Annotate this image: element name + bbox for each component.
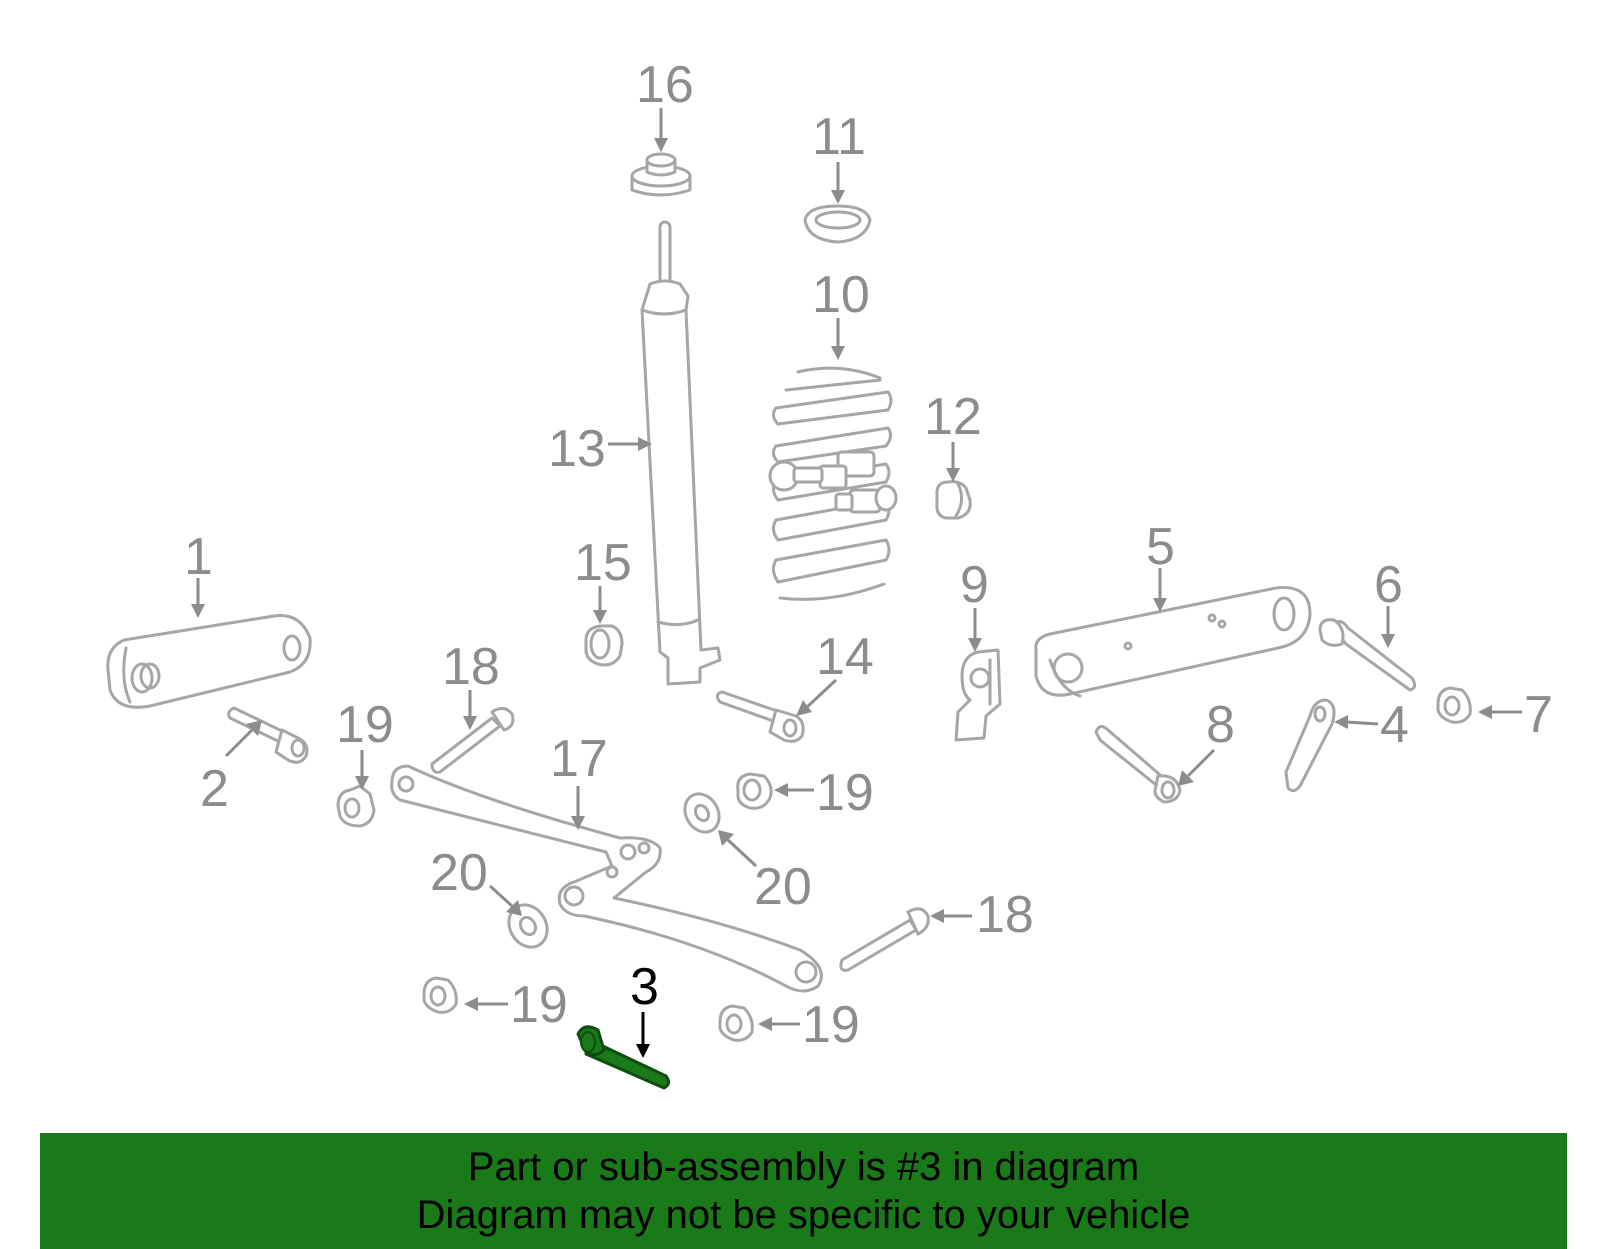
part-11-spring-cap bbox=[803, 204, 872, 244]
callout-2: 2 bbox=[200, 760, 229, 818]
part-10-coil-spring bbox=[768, 366, 898, 601]
part-19-nut-left bbox=[336, 784, 376, 828]
part-1-control-arm bbox=[106, 613, 312, 709]
part-9-bracket bbox=[954, 648, 1002, 742]
part-6-bolt bbox=[1318, 618, 1417, 692]
callout-12: 12 bbox=[924, 388, 982, 446]
part-12-bushing bbox=[935, 480, 972, 520]
callout-5: 5 bbox=[1146, 518, 1175, 576]
callout-20-upper: 20 bbox=[754, 858, 812, 916]
callout-16: 16 bbox=[636, 56, 694, 114]
part-8-bolt bbox=[1094, 725, 1182, 804]
part-3-bolt-highlighted[interactable] bbox=[576, 1025, 671, 1090]
callout-19-bottom-right: 19 bbox=[802, 996, 860, 1054]
callout-19-center: 19 bbox=[816, 764, 874, 822]
banner-line-1: Part or sub-assembly is #3 in diagram bbox=[467, 1145, 1140, 1189]
callout-4: 4 bbox=[1380, 696, 1409, 754]
callout-14: 14 bbox=[816, 628, 874, 686]
callout-8: 8 bbox=[1206, 696, 1235, 754]
callout-18-lower: 18 bbox=[976, 886, 1034, 944]
callout-17: 17 bbox=[550, 730, 608, 788]
part-4-cam bbox=[1284, 698, 1336, 793]
callout-19-left: 19 bbox=[336, 696, 394, 754]
callout-labels: 16 11 10 13 12 15 1 5 9 6 14 18 19 8 4 7… bbox=[184, 56, 1553, 1054]
callout-6: 6 bbox=[1374, 556, 1403, 614]
callout-15: 15 bbox=[574, 534, 632, 592]
callout-3[interactable]: 3 bbox=[630, 958, 659, 1016]
callout-18-upper: 18 bbox=[442, 638, 500, 696]
part-20-washer-lower bbox=[507, 903, 549, 949]
callout-19-bottom-left: 19 bbox=[510, 976, 568, 1034]
part-13-shock-absorber bbox=[640, 220, 722, 686]
callout-1: 1 bbox=[184, 528, 213, 586]
part-20-washer-upper bbox=[683, 792, 721, 834]
callout-9: 9 bbox=[960, 556, 989, 614]
banner-line-2: Diagram may not be specific to your vehi… bbox=[416, 1193, 1191, 1237]
part-19-nut-bottom-right bbox=[718, 1004, 754, 1042]
part-19-nut-center bbox=[736, 772, 773, 810]
leader-arrows bbox=[191, 108, 1522, 1058]
part-14-bolt bbox=[715, 690, 805, 743]
part-2-bolt bbox=[227, 706, 309, 764]
callout-10: 10 bbox=[812, 266, 870, 324]
callout-7: 7 bbox=[1524, 686, 1553, 744]
part-15-bushing bbox=[584, 624, 624, 667]
callout-13: 13 bbox=[548, 420, 606, 478]
part-18-bolt-lower bbox=[839, 907, 930, 972]
callout-11: 11 bbox=[812, 108, 866, 166]
part-18-bolt-upper bbox=[430, 707, 515, 774]
part-17-lower-arm bbox=[390, 764, 823, 993]
callout-20-lower: 20 bbox=[430, 844, 488, 902]
part-5-trailing-arm bbox=[1034, 586, 1312, 698]
part-7-nut bbox=[1436, 686, 1472, 724]
info-banner: Part or sub-assembly is #3 in diagram Di… bbox=[40, 1133, 1567, 1249]
part-16-nut-bushing bbox=[630, 152, 692, 197]
part-19-nut-bottom-left bbox=[422, 976, 458, 1014]
